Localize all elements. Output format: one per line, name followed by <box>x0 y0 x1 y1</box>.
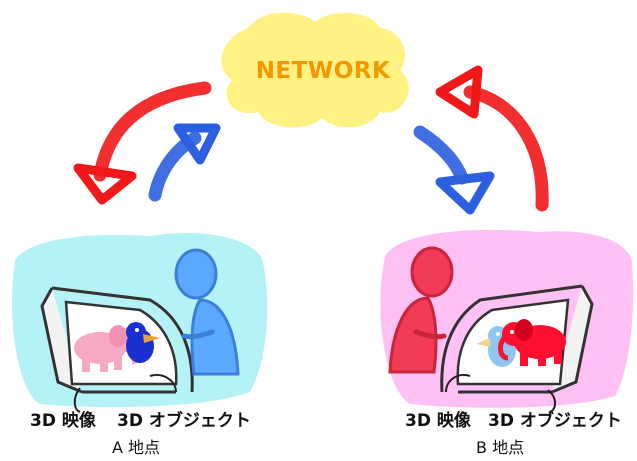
site-a-scene <box>11 232 268 413</box>
site-a-projected-elephant <box>74 325 142 372</box>
site-a-person <box>174 248 240 376</box>
arrow-network-to-a <box>73 81 212 205</box>
site-b-caption-video: 3D 映像 <box>405 411 471 431</box>
network-cloud-shape <box>221 12 409 128</box>
site-b-person <box>388 246 454 374</box>
site-b-name: B 地点 <box>476 438 525 457</box>
network-label: NETWORK <box>255 58 391 84</box>
site-a-caption-video: 3D 映像 <box>30 411 96 431</box>
site-b-real-elephant <box>498 319 566 366</box>
site-b-mouse-icon <box>445 374 556 413</box>
arrow-b-to-network <box>435 65 549 212</box>
site-a-real-bird <box>126 322 160 363</box>
site-a-mouse-icon <box>73 374 177 413</box>
site-b-scene <box>380 229 634 413</box>
arrow-network-to-b <box>413 125 495 215</box>
site-b-caption-object: 3D オブジェクト <box>488 411 622 431</box>
arrow-a-to-network <box>148 123 221 202</box>
site-a-name: A 地点 <box>112 438 161 457</box>
site-a-caption-object: 3D オブジェクト <box>117 411 251 431</box>
network-cloud <box>221 12 409 128</box>
